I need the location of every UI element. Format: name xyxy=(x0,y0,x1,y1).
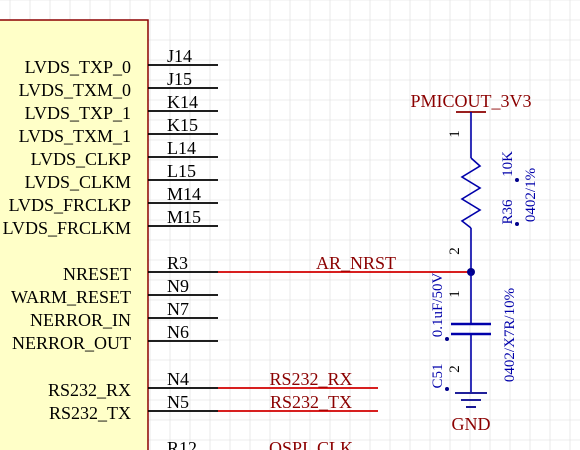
net-label-rs232-rx: RS232_RX xyxy=(269,369,352,389)
pin-name: LVDS_FRCLKP xyxy=(9,195,131,215)
r36-designator: R36 xyxy=(500,199,516,225)
resistor-r36[interactable]: 1 2 R36 10K 0402/1% xyxy=(447,112,539,272)
pin-number: K14 xyxy=(167,92,198,112)
pin-name: NERROR_OUT xyxy=(12,333,131,353)
c51-value: 0.1uF/50V xyxy=(430,273,446,338)
ic-body xyxy=(0,19,149,450)
c51-designator: C51 xyxy=(430,363,446,388)
pin-name: LVDS_FRCLKM xyxy=(3,218,131,238)
pin-number: L14 xyxy=(167,138,196,158)
pin-name: NRESET xyxy=(63,264,131,284)
net-label-rs232-tx: RS232_TX xyxy=(270,392,352,412)
ic-pin[interactable]: R12 xyxy=(148,438,218,450)
pin-number: N9 xyxy=(167,276,189,296)
gnd-symbol xyxy=(455,392,487,408)
pin-number: M15 xyxy=(167,207,201,227)
r36-package: 0402/1% xyxy=(523,168,539,222)
pin-number: N5 xyxy=(167,392,189,412)
pin-name: WARM_RESET xyxy=(11,287,131,307)
pin-name: LVDS_TXM_0 xyxy=(19,80,131,100)
power-label-pmicout-3v3: PMICOUT_3V3 xyxy=(410,91,531,111)
c51-pin2-label: 2 xyxy=(447,365,463,373)
pin-name: LVDS_TXP_0 xyxy=(25,57,131,77)
pin-name: LVDS_CLKP xyxy=(31,149,131,169)
pin-number: R12 xyxy=(167,438,197,450)
power-label-gnd: GND xyxy=(452,414,491,434)
pin-name: LVDS_TXP_1 xyxy=(25,103,131,123)
pin-number: L15 xyxy=(167,161,196,181)
pin-name: RS232_TX xyxy=(49,403,131,423)
pin-name: LVDS_CLKM xyxy=(25,172,131,192)
capacitor-c51[interactable]: 1 2 0.1uF/50V C51 0402/X7R/10% xyxy=(430,272,518,392)
pin-number: N6 xyxy=(167,322,189,342)
pin-number: K15 xyxy=(167,115,198,135)
r36-pin1-label: 1 xyxy=(447,130,463,138)
pin-name: LVDS_TXM_1 xyxy=(19,126,131,146)
pin-name: RS232_RX xyxy=(48,380,131,400)
c51-pin1-label: 1 xyxy=(447,290,463,298)
net-label-qspi-clk: QSPI_CLK xyxy=(269,438,353,450)
c51-package: 0402/X7R/10% xyxy=(502,288,518,382)
r36-pin2-label: 2 xyxy=(447,247,463,255)
pin-number: N4 xyxy=(167,369,189,389)
pin-number: R3 xyxy=(167,253,188,273)
pin-number: J14 xyxy=(167,46,192,66)
pin-number: N7 xyxy=(167,299,189,319)
net-label-ar-nrst: AR_NRST xyxy=(316,253,396,273)
pin-number: M14 xyxy=(167,184,201,204)
ic-pins: J14LVDS_TXP_0J15LVDS_TXM_0K14LVDS_TXP_1K… xyxy=(3,46,218,450)
pin-number: J15 xyxy=(167,69,192,89)
r36-value: 10K xyxy=(500,151,516,177)
pin-name: NERROR_IN xyxy=(30,310,131,330)
